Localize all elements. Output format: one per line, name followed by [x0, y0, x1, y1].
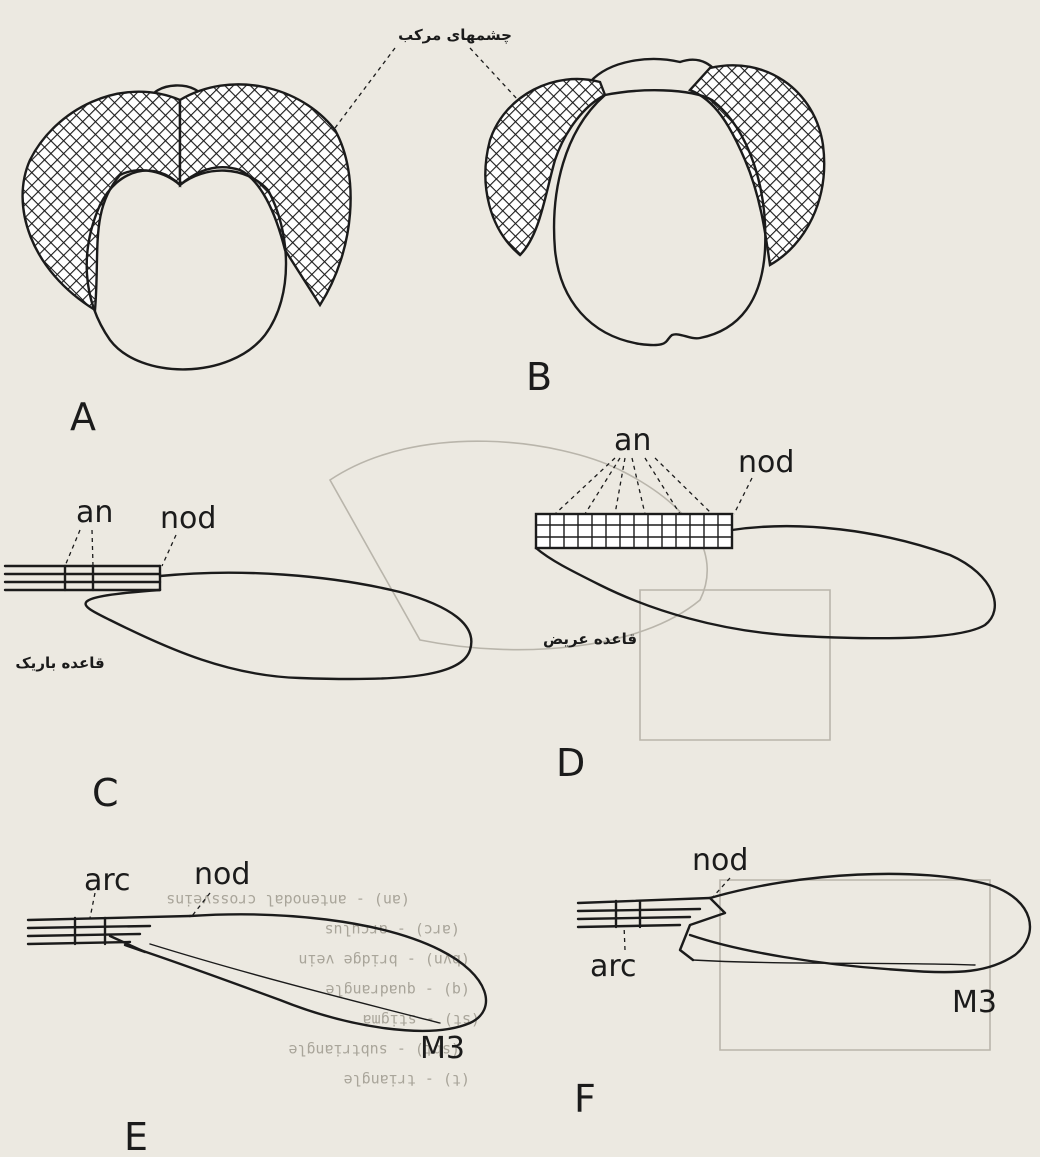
arc-pointer-f: [624, 925, 625, 950]
panel-f-label: F: [574, 1077, 596, 1121]
wide-base-label: قاعده عریض: [543, 630, 637, 648]
nod-label-c: nod: [160, 501, 216, 536]
panel-b-label: B: [526, 355, 552, 399]
panel-d-label: D: [556, 741, 585, 785]
compound-eye-left-b: [485, 79, 605, 255]
svg-text:(q) - quadrangle: (q) - quadrangle: [326, 981, 471, 999]
wing-c-crossveins: [65, 566, 160, 590]
wing-f-veins: [578, 898, 710, 927]
an-pointer-c1: [65, 530, 80, 566]
eye-pointer-a: [332, 48, 395, 132]
compound-eye-right-b: [690, 65, 824, 265]
svg-text:(arc) - arculus: (arc) - arculus: [325, 921, 460, 939]
nod-pointer-c: [162, 535, 176, 566]
narrow-base-label: قاعده باریک: [15, 654, 104, 672]
eye-pointer-b: [470, 48, 518, 100]
panel-e-label: E: [124, 1115, 148, 1157]
panel-c-label: C: [92, 771, 119, 815]
an-label-d: an: [614, 423, 651, 458]
panel-a-label: A: [70, 395, 96, 439]
wing-c-membrane: [86, 573, 472, 679]
svg-text:(bvn) - bridge vein: (bvn) - bridge vein: [298, 951, 470, 969]
an-pointers-d: [555, 458, 712, 514]
nod-label-d: nod: [738, 445, 794, 480]
wing-f: [578, 874, 1030, 972]
compound-eyes-label: چشمهای مرکب: [398, 26, 512, 45]
arc-label-e: arc: [84, 863, 131, 898]
svg-text:(t) - triangle: (t) - triangle: [344, 1071, 470, 1089]
wing-c-veins: [5, 566, 160, 590]
m3-label-f: M3: [952, 985, 997, 1020]
an-pointer-c2: [92, 530, 93, 566]
wing-f-membrane: [690, 874, 1030, 972]
head-b: [485, 59, 824, 345]
svg-text:(an) - antenodal crossveins: (an) - antenodal crossveins: [166, 891, 410, 909]
wing-e-crossveins: [75, 918, 105, 944]
arc-label-f: arc: [590, 949, 637, 984]
head-a: [23, 84, 351, 369]
compound-eye-right: [180, 84, 351, 305]
face-a: [87, 171, 286, 370]
wing-e-veins: [28, 916, 190, 944]
nod-pointer-d: [734, 478, 752, 514]
nod-label-f: nod: [692, 843, 748, 878]
m3-label-e: M3: [420, 1031, 465, 1066]
an-label-c: an: [76, 495, 113, 530]
wing-d: [536, 458, 995, 638]
nod-label-e: nod: [194, 857, 250, 892]
